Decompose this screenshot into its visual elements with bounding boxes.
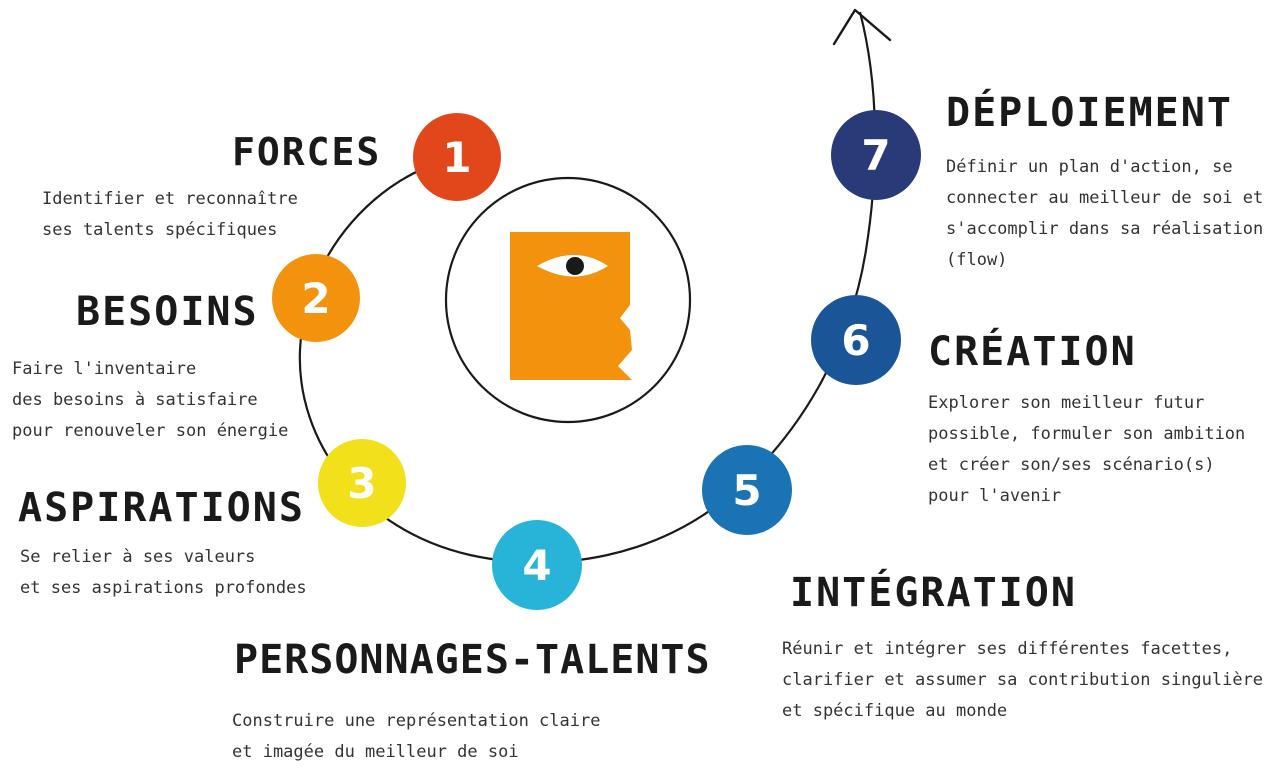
step-5-badge: 5 [702,445,792,535]
step-4-description-line: Construire une représentation claire [232,711,601,731]
step-4-title: PERSONNAGES-TALENTS [234,637,711,683]
step-4-description-line: et imagée du meilleur de soi [232,742,519,762]
step-1-description-line: Identifier et reconnaître [42,189,298,209]
step-1-number: 1 [442,133,471,182]
step-5-description-line: et spécifique au monde [782,701,1008,721]
step-3-description: Se relier à ses valeurs et ses aspiratio… [20,542,307,604]
step-3-description-line: Se relier à ses valeurs [20,547,256,567]
step-1-title: FORCES [232,130,382,174]
step-5-description-line: clarifier et assumer sa contribution sin… [782,670,1264,690]
step-6-title: CRÉATION [928,329,1137,375]
step-5-description-line: Réunir et intégrer ses différentes facet… [782,639,1233,659]
step-6-description-line: pour l'avenir [928,486,1062,506]
arrow-up-icon [832,8,892,46]
step-3-description-line: et ses aspirations profondes [20,578,307,598]
step-2-badge: 2 [272,254,360,342]
step-3-badge: 3 [318,439,406,527]
step-7-description-line: Définir un plan d'action, se [946,157,1233,177]
step-4-badge: 4 [492,520,582,610]
step-1-description-line: ses talents spécifiques [42,220,278,240]
eye-pupil [566,257,584,275]
step-3-title: ASPIRATIONS [18,485,305,531]
step-7-description-line: connecter au meilleur de soi et [946,188,1264,208]
step-7-badge: 7 [831,110,921,200]
step-2-number: 2 [301,274,330,323]
step-2-description: Faire l'inventaire des besoins à satisfa… [12,354,288,447]
step-7-description: Définir un plan d'action, se connecter a… [946,152,1263,276]
step-4-description: Construire une représentation claire et … [232,706,600,768]
step-2-description-line: pour renouveler son énergie [12,421,289,441]
step-6-badge: 6 [811,295,901,385]
step-7-title: DÉPLOIEMENT [946,90,1233,136]
step-2-description-line: Faire l'inventaire [12,359,197,379]
step-5-number: 5 [732,466,761,515]
step-7-description-line: (flow) [946,250,1008,270]
step-2-title: BESOINS [76,289,259,335]
step-2-description-line: des besoins à satisfaire [12,390,258,410]
face-with-eye-icon [510,232,632,380]
step-1-badge: 1 [413,113,501,201]
inner-circle [444,176,692,424]
step-6-description-line: possible, formuler son ambition [928,424,1246,444]
step-5-description: Réunir et intégrer ses différentes facet… [782,634,1263,727]
step-6-number: 6 [841,316,870,365]
step-5-title: INTÉGRATION [790,570,1077,616]
step-7-description-line: s'accomplir dans sa réalisation [946,219,1264,239]
step-7-number: 7 [861,131,890,180]
step-6-description: Explorer son meilleur futur possible, fo… [928,388,1245,512]
step-4-number: 4 [522,541,551,590]
step-6-description-line: Explorer son meilleur futur [928,393,1205,413]
step-6-description-line: et créer son/ses scénario(s) [928,455,1215,475]
step-1-description: Identifier et reconnaître ses talents sp… [42,184,298,246]
step-3-number: 3 [347,459,376,508]
